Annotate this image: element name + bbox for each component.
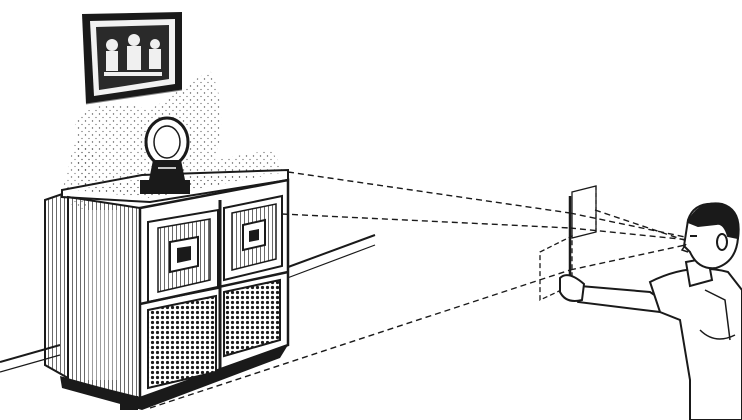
framed-picture (82, 12, 182, 104)
radio-cabinet (45, 170, 288, 410)
